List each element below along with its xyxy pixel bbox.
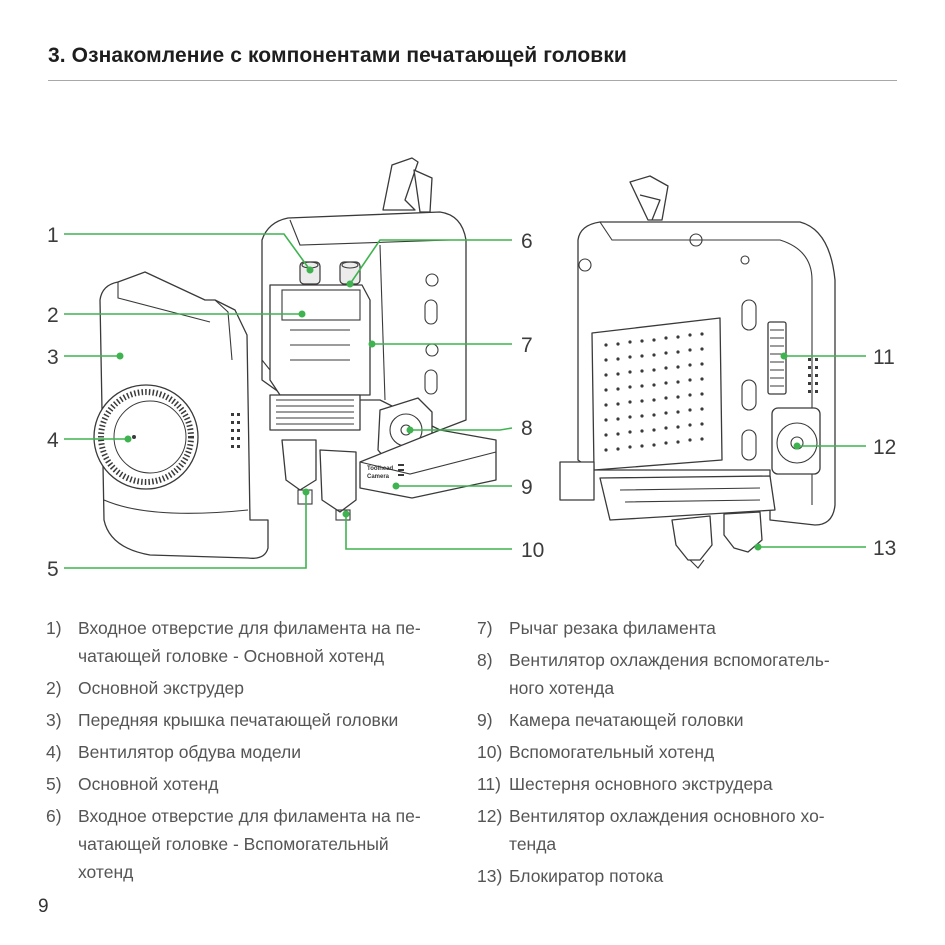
legend-number: 7) <box>477 618 493 638</box>
legend-number: 4) <box>46 742 62 762</box>
legend-number: 9) <box>477 710 493 730</box>
legend-number: 8) <box>477 650 493 670</box>
camera-label-2: Camera <box>367 474 390 480</box>
legend-item: 4) Вентилятор обдува модели <box>46 738 470 766</box>
legend-text: Входное отверстие для филамента на пе- <box>78 806 421 826</box>
legend-item: 10) Вспомогательный хотенд <box>477 738 897 766</box>
section-title: 3. Ознакомление с компонентами печатающе… <box>48 44 627 67</box>
legend-item: 13) Блокиратор потока <box>477 862 897 890</box>
legend-item: 6) Входное отверстие для филамента на пе-… <box>46 802 470 886</box>
callout-1: 1 <box>47 224 59 247</box>
legend-text: Основной экструдер <box>78 678 245 698</box>
legend-item: 5) Основной хотенд <box>46 770 470 798</box>
legend-text: Камера печатающей головки <box>509 710 744 730</box>
callout-2: 2 <box>47 304 59 327</box>
callout-6: 6 <box>521 230 533 253</box>
legend-text: чатающей головке - Вспомогательный <box>78 834 389 854</box>
legend-number: 6) <box>46 806 62 826</box>
legend-text: чатающей головке - Основной хотенд <box>78 646 385 666</box>
front-cover-illustration <box>93 271 269 559</box>
legend-item: 2) Основной экструдер <box>46 674 470 702</box>
callout-12: 12 <box>873 436 896 459</box>
legend-text: Основной хотенд <box>78 774 219 794</box>
toolhead-front-illustration: Toolhead Camera <box>261 157 497 521</box>
legend-text: Вспомогательный хотенд <box>509 742 715 762</box>
callout-4: 4 <box>47 429 59 452</box>
legend-right: 7) Рычаг резака филамента 8) Вентилятор ох… <box>477 614 897 894</box>
legend-number: 2) <box>46 678 62 698</box>
legend-number: 3) <box>46 710 62 730</box>
page-number: 9 <box>38 896 49 917</box>
legend-item: 12) Вентилятор охлаждения основного хо-те… <box>477 802 897 858</box>
legend-text: Вентилятор обдува модели <box>78 742 302 762</box>
callout-9: 9 <box>521 476 533 499</box>
legend-text: ного хотенда <box>509 678 615 698</box>
callout-5: 5 <box>47 558 59 581</box>
callout-10: 10 <box>521 539 544 562</box>
legend-item: 7) Рычаг резака филамента <box>477 614 897 642</box>
legend-item: 9) Камера печатающей головки <box>477 706 897 734</box>
legend-item: 3) Передняя крышка печатающей головки <box>46 706 470 734</box>
callout-numbers: 1 2 3 4 5 6 7 8 9 10 11 12 13 <box>47 224 896 581</box>
camera-label: Toolhead <box>367 466 394 472</box>
legend-left: 1) Входное отверстие для филамента на пе-… <box>46 614 470 890</box>
callout-3: 3 <box>47 346 59 369</box>
callout-8: 8 <box>521 417 533 440</box>
callout-11: 11 <box>873 346 895 369</box>
callout-13: 13 <box>873 537 896 560</box>
legend-item: 1) Входное отверстие для филамента на пе-… <box>46 614 470 670</box>
legend-text: Вентилятор охлаждения основного хо- <box>509 806 825 826</box>
legend-number: 11) <box>477 774 501 794</box>
legend-text: тенда <box>509 834 557 854</box>
legend-text: Рычаг резака филамента <box>509 618 716 638</box>
legend-text: Шестерня основного экструдера <box>509 774 773 794</box>
legend-item: 11) Шестерня основного экструдера <box>477 770 897 798</box>
legend-item: 8) Вентилятор охлаждения вспомогатель-ног… <box>477 646 897 702</box>
toolhead-back-illustration <box>559 175 836 569</box>
legend-number: 13) <box>477 866 503 886</box>
legend-text: Вентилятор охлаждения вспомогатель- <box>509 650 830 670</box>
legend-text: Блокиратор потока <box>509 866 664 886</box>
legend-number: 1) <box>46 618 62 638</box>
legend-number: 12) <box>477 806 503 826</box>
title-divider <box>48 80 897 81</box>
toolhead-diagram: Toolhead Camera <box>47 157 896 581</box>
callout-leaders <box>64 233 866 569</box>
callout-7: 7 <box>521 334 533 357</box>
legend-number: 5) <box>46 774 62 794</box>
legend-text: Входное отверстие для филамента на пе- <box>78 618 421 638</box>
legend-number: 10) <box>477 742 503 762</box>
legend-text: Передняя крышка печатающей головки <box>78 710 399 730</box>
legend-text: хотенд <box>78 862 134 882</box>
